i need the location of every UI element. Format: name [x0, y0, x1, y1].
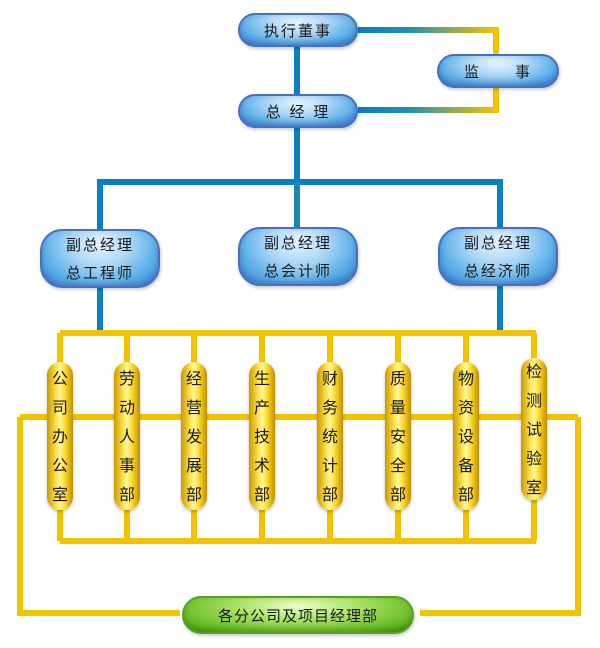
branches-label: 各分公司及项目经理部	[217, 606, 378, 625]
department-node[interactable]: 财务统计部	[317, 362, 343, 510]
department-char: 安	[389, 426, 406, 446]
department-char: 验	[525, 448, 542, 468]
department-char: 技	[253, 426, 270, 446]
deputy-line1: 副总经理	[65, 235, 134, 254]
line-outer-right	[420, 417, 581, 616]
department-char: 生	[253, 368, 270, 388]
deputy-line1: 副总经理	[463, 233, 532, 252]
department-char: 营	[185, 397, 202, 417]
department-char: 展	[185, 455, 202, 475]
department-char: 计	[321, 455, 338, 475]
department-char: 部	[457, 484, 474, 504]
general-manager-label: 总 经 理	[265, 102, 331, 121]
department-char: 试	[525, 419, 542, 439]
deputy-line2: 总工程师	[65, 263, 134, 282]
department-char: 设	[457, 426, 474, 446]
department-char: 财	[321, 368, 338, 388]
department-char: 量	[389, 397, 406, 417]
department-char: 质	[389, 368, 406, 388]
department-char: 公	[51, 455, 68, 475]
deputy-node-chief-engineer[interactable]: 副总经理 总工程师	[40, 229, 160, 288]
department-char: 部	[321, 484, 338, 504]
department-node[interactable]: 经营发展部	[181, 362, 207, 510]
department-char: 人	[118, 426, 135, 446]
branches-node[interactable]: 各分公司及项目经理部	[182, 596, 414, 634]
deputy-line2: 总经济师	[463, 261, 532, 280]
department-char: 检	[525, 361, 542, 381]
department-node[interactable]: 质量安全部	[385, 362, 411, 510]
department-node[interactable]: 公司办公室	[47, 362, 73, 510]
deputy-node-chief-accountant[interactable]: 副总经理 总会计师	[238, 227, 358, 286]
department-char: 部	[389, 484, 406, 504]
department-char: 司	[51, 397, 68, 417]
department-char: 室	[51, 484, 68, 504]
department-node[interactable]: 物资设备部	[453, 362, 479, 510]
general-manager-node[interactable]: 总 经 理	[238, 94, 358, 128]
deputy-line1: 副总经理	[263, 233, 332, 252]
department-char: 动	[118, 397, 135, 417]
line-outer-left	[17, 417, 180, 616]
executive-director-node[interactable]: 执行董事	[238, 13, 358, 47]
department-char: 公	[51, 368, 68, 388]
department-char: 劳	[118, 368, 135, 388]
department-char: 资	[457, 397, 474, 417]
department-char: 务	[321, 397, 338, 417]
department-char: 经	[185, 368, 202, 388]
department-char: 产	[253, 397, 270, 417]
department-char: 统	[321, 426, 338, 446]
executive-director-label: 执行董事	[263, 21, 332, 40]
department-char: 部	[118, 484, 135, 504]
department-char: 备	[457, 455, 474, 475]
line-exec-to-supervisor	[358, 27, 499, 55]
department-char: 部	[253, 484, 270, 504]
deputy-node-chief-economist[interactable]: 副总经理 总经济师	[438, 227, 558, 286]
department-node[interactable]: 劳动人事部	[114, 362, 140, 510]
department-char: 发	[185, 426, 202, 446]
deputy-line2: 总会计师	[263, 261, 332, 280]
department-char: 室	[525, 477, 542, 497]
supervisor-node[interactable]: 监 事	[437, 54, 559, 88]
department-char: 术	[253, 455, 270, 475]
department-char: 全	[389, 455, 406, 475]
line-gm-to-supervisor	[358, 86, 499, 113]
department-node[interactable]: 生产技术部	[249, 362, 275, 510]
supervisor-label: 监 事	[463, 62, 532, 81]
department-char: 办	[51, 426, 68, 446]
department-char: 事	[118, 455, 135, 475]
department-char: 物	[457, 368, 474, 388]
department-char: 部	[185, 484, 202, 504]
department-node[interactable]: 检测试验室	[521, 358, 547, 500]
department-char: 测	[525, 390, 542, 410]
